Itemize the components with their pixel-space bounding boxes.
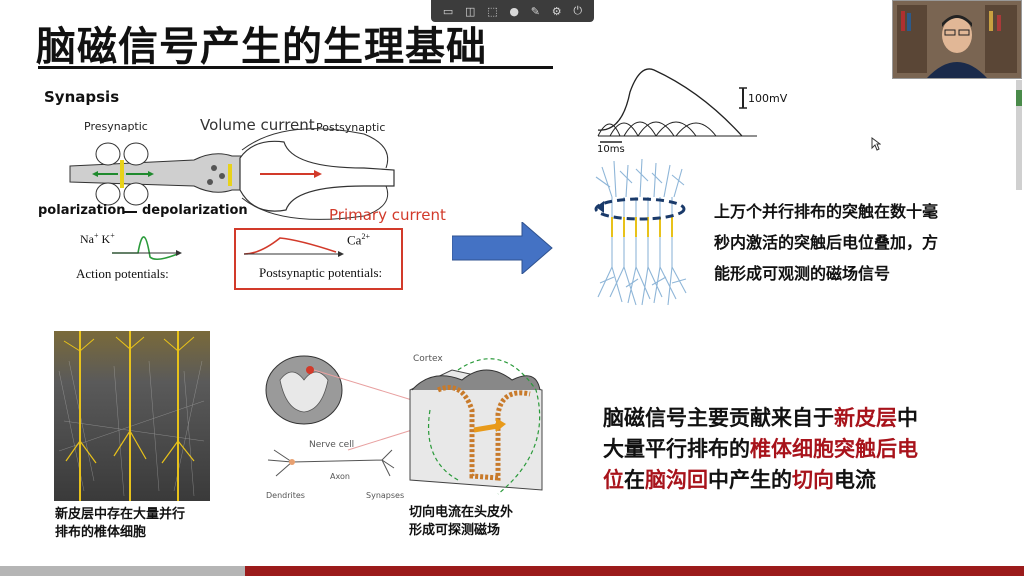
scale-bar-label: 100mV xyxy=(748,92,788,105)
camera-icon[interactable]: ◫ xyxy=(465,4,476,18)
ion-k: K xyxy=(101,232,111,246)
power-icon[interactable]: ⏻ xyxy=(573,4,583,17)
mouse-cursor-icon xyxy=(871,137,881,151)
key-text: 脑磁信号主要贡献来自于 xyxy=(603,406,834,430)
postsynaptic-label: Postsynaptic xyxy=(316,121,386,134)
calcium-label: Ca2+ xyxy=(347,232,370,248)
depolarization-label: depolarization xyxy=(142,203,248,218)
summed-potential-waveform xyxy=(597,68,757,143)
footer-bar-red xyxy=(245,566,1024,576)
key-highlight-sulci: 脑沟回 xyxy=(645,468,708,492)
key-text: 中产生的 xyxy=(708,468,792,492)
top-explanation-line-1: 上万个并行排布的突触在数十毫 xyxy=(714,202,939,221)
footer-bar-gray xyxy=(0,566,245,576)
pen-icon[interactable]: ✎ xyxy=(530,4,540,18)
tangential-caption-line-2: 形成可探测磁场 xyxy=(409,523,501,538)
polarization-separator xyxy=(123,211,137,213)
postsynaptic-potentials-box xyxy=(234,228,403,290)
axon-label: Axon xyxy=(330,472,350,481)
meeting-toolbar: ▭ ◫ ⬚ ● ✎ ⚙ ⏻ xyxy=(431,0,594,22)
cortex-caption-line-2: 排布的椎体细胞 xyxy=(55,525,147,540)
settings-icon[interactable]: ⚙ xyxy=(551,4,562,18)
key-text: 在 xyxy=(624,468,645,492)
cortex-diagram-label: Cortex xyxy=(413,354,443,364)
ion-na: Na xyxy=(80,232,94,246)
action-potentials-label: Action potentials: xyxy=(76,266,169,281)
top-explanation-line-3: 能形成可观测的磁场信号 xyxy=(714,264,891,283)
time-bar-label: 10ms xyxy=(597,144,625,155)
nerve-cell-label: Nerve cell xyxy=(309,440,355,450)
top-explanation-line-2: 秒内激活的突触后电位叠加，方 xyxy=(714,233,939,252)
postsynaptic-potentials-label: Postsynaptic potentials: xyxy=(259,265,383,280)
ion-k-charge: + xyxy=(110,231,115,240)
screenshot-icon[interactable]: ⬚ xyxy=(487,4,498,18)
ions-label: Na+ K+ xyxy=(80,231,115,247)
key-highlight-tangential: 切向 xyxy=(792,468,834,492)
postsynaptic-curve xyxy=(243,237,344,257)
webcam-image xyxy=(893,1,1021,78)
key-message-line-1: 脑磁信号主要贡献来自于新皮层中 xyxy=(603,403,1013,434)
key-message-line-3: 位在脑沟回中产生的切向电流 xyxy=(603,465,1013,496)
synapses-label: Synapses xyxy=(366,491,405,500)
presynaptic-label: Presynaptic xyxy=(84,120,148,133)
tangential-current-caption: 切向电流在头皮外 形成可探测磁场 xyxy=(409,504,513,540)
key-message: 脑磁信号主要贡献来自于新皮层中 大量平行排布的椎体细胞突触后电 位在脑沟回中产生… xyxy=(603,403,1013,496)
page-title: 脑磁信号产生的生理基础 xyxy=(36,24,487,70)
key-text: 大量平行排布的 xyxy=(603,437,750,461)
parallel-neurons-illustration xyxy=(594,158,687,306)
primary-current-label: Primary current xyxy=(329,206,446,224)
ion-na-charge: + xyxy=(94,231,99,240)
mic-icon[interactable]: ● xyxy=(509,4,519,18)
side-scroll-control[interactable] xyxy=(1014,80,1024,200)
cortex-current-diagram xyxy=(265,355,543,495)
calcium-charge: 2+ xyxy=(361,232,370,241)
screen-icon[interactable]: ▭ xyxy=(442,4,454,18)
title-divider xyxy=(38,66,553,69)
synapsis-heading: Synapsis xyxy=(44,88,120,106)
flow-arrow-icon xyxy=(452,222,553,274)
key-text: 电流 xyxy=(834,468,876,492)
top-explanation: 上万个并行排布的突触在数十毫 秒内激活的突触后电位叠加，方 能形成可观测的磁场信… xyxy=(714,196,1004,289)
cortex-caption: 新皮层中存在大量并行 排布的椎体细胞 xyxy=(55,506,185,542)
volume-current-label: Volume current xyxy=(200,116,315,134)
key-highlight-pyramidal-end: 位 xyxy=(603,468,624,492)
action-potential-curve xyxy=(112,236,182,261)
key-highlight-pyramidal: 椎体细胞突触后电 xyxy=(750,437,918,461)
tangential-caption-line-1: 切向电流在头皮外 xyxy=(409,505,514,520)
synapse-illustration xyxy=(69,128,395,220)
cortex-caption-line-1: 新皮层中存在大量并行 xyxy=(55,507,186,522)
cortex-microscopy-image xyxy=(54,331,210,501)
dendrites-label: Dendrites xyxy=(266,491,305,500)
key-highlight-neocortex: 新皮层 xyxy=(834,406,897,430)
polarization-label: polarization xyxy=(38,203,126,218)
webcam-video[interactable] xyxy=(892,0,1022,79)
key-message-line-2: 大量平行排布的椎体细胞突触后电 xyxy=(603,434,1013,465)
calcium-symbol: Ca xyxy=(347,232,362,248)
key-text: 中 xyxy=(897,406,918,430)
